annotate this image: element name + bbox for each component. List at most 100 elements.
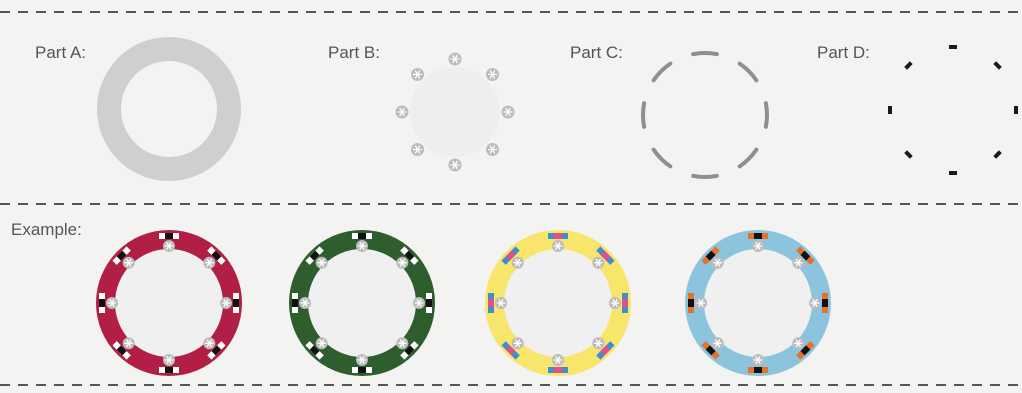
- snowflake-icon: [220, 297, 232, 309]
- example-blue-chip: [685, 230, 831, 376]
- black-tick: [949, 171, 957, 175]
- example-red-chip: [96, 230, 242, 376]
- chip-edge-insert: [112, 246, 131, 265]
- snowflake-icon: [495, 297, 507, 309]
- example-yellow-chip: [485, 230, 631, 376]
- insert-inner: [800, 250, 811, 261]
- snowflake-center: [416, 73, 419, 76]
- snowflake-center: [716, 341, 720, 345]
- chip-edge-insert: [796, 246, 815, 265]
- snowflake-icon: [106, 297, 118, 309]
- insert-inner: [705, 250, 716, 261]
- snowflake-center: [756, 358, 760, 362]
- chip-edge-insert: [748, 233, 768, 239]
- insert-inner: [309, 250, 320, 261]
- part-b-center-with-badges: [395, 52, 515, 172]
- snowflake-icon: [511, 337, 524, 350]
- chip-edge-insert: [822, 293, 828, 313]
- snowflake-center: [491, 73, 494, 76]
- snowflake-icon: [163, 354, 175, 366]
- insert-inner: [165, 367, 173, 373]
- insert-inner: [211, 345, 222, 356]
- chip-edge-insert: [688, 293, 694, 313]
- snowflake-icon: [315, 256, 328, 269]
- insert-inner: [404, 345, 415, 356]
- snowflake-center: [813, 301, 817, 305]
- snowflake-center: [416, 148, 419, 151]
- chip-edge-insert: [501, 246, 520, 265]
- center-disc: [410, 67, 500, 157]
- black-tick: [888, 106, 892, 114]
- gray-dash: [641, 101, 647, 129]
- snowflake-center: [400, 110, 404, 114]
- snowflake-center: [556, 244, 560, 248]
- snowflake-center: [453, 163, 457, 167]
- chip-edge-insert: [796, 341, 815, 360]
- snowflake-icon: [448, 52, 462, 66]
- example-label: Example:: [11, 220, 82, 239]
- insert-inner: [754, 233, 762, 239]
- snowflake-center: [320, 341, 324, 345]
- insert-inner: [822, 299, 828, 307]
- chip-edge-insert: [488, 293, 494, 313]
- snowflake-icon: [485, 142, 499, 156]
- snowflake-icon: [411, 142, 425, 156]
- part-c-gray-dashes: [641, 51, 769, 179]
- part-c-label: Part C:: [570, 43, 623, 62]
- snowflake-center: [516, 261, 520, 265]
- insert-inner: [292, 299, 298, 307]
- snowflake-center: [110, 301, 114, 305]
- gray-dash: [651, 147, 673, 169]
- snowflake-center: [796, 261, 800, 265]
- snowflake-center: [699, 301, 703, 305]
- black-tick: [949, 45, 957, 49]
- snowflake-icon: [511, 256, 524, 269]
- chip-edge-insert: [622, 293, 628, 313]
- chip-edge-insert: [548, 367, 568, 373]
- chip-edge-insert: [99, 293, 105, 313]
- snowflake-icon: [395, 105, 409, 119]
- insert-inner: [622, 299, 628, 307]
- insert-inner: [600, 345, 611, 356]
- snowflake-icon: [592, 256, 605, 269]
- chip-edge-insert: [305, 341, 324, 360]
- snowflake-icon: [163, 240, 175, 252]
- snowflake-center: [303, 301, 307, 305]
- chip-edge-insert: [159, 233, 179, 239]
- snowflake-center: [360, 244, 364, 248]
- snowflake-center: [207, 341, 211, 345]
- snowflake-center: [400, 341, 404, 345]
- insert-inner: [404, 250, 415, 261]
- snowflake-center: [556, 358, 560, 362]
- black-tick: [993, 150, 1002, 159]
- insert-inner: [116, 250, 127, 261]
- snowflake-icon: [592, 337, 605, 350]
- chip-edge-insert: [400, 341, 419, 360]
- snowflake-center: [207, 261, 211, 265]
- snowflake-center: [453, 57, 457, 61]
- snowflake-center: [224, 301, 228, 305]
- chip-edge-insert: [292, 293, 298, 313]
- chip-edge-insert: [352, 367, 372, 373]
- chip-edge-insert: [701, 341, 720, 360]
- chip-edge-insert: [426, 293, 432, 313]
- snowflake-center: [506, 110, 510, 114]
- snowflake-icon: [695, 297, 707, 309]
- snowflake-icon: [792, 337, 805, 350]
- snowflake-icon: [711, 337, 724, 350]
- snowflake-icon: [552, 240, 564, 252]
- insert-inner: [754, 367, 762, 373]
- snowflake-icon: [396, 337, 409, 350]
- insert-inner: [165, 233, 173, 239]
- snowflake-center: [167, 358, 171, 362]
- chip-center: [704, 249, 812, 357]
- gray-dash: [737, 147, 759, 169]
- snowflake-center: [127, 261, 131, 265]
- insert-inner: [99, 299, 105, 307]
- chip-edge-insert: [305, 246, 324, 265]
- snowflake-center: [796, 341, 800, 345]
- gray-dash: [763, 101, 769, 129]
- snowflake-icon: [356, 354, 368, 366]
- part-a-label: Part A:: [35, 43, 87, 62]
